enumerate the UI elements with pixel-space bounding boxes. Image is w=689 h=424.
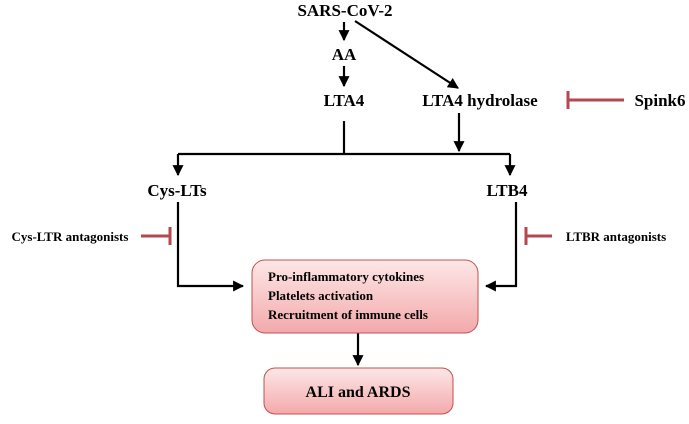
sars-cov-2-label: SARS-CoV-2 [297, 1, 392, 20]
lta4-label: LTA4 [324, 91, 365, 110]
ltbr-antagonists-label: LTBR antagonists [566, 229, 666, 244]
effect-line-1: Pro-inflammatory cytokines [268, 269, 424, 284]
arrow-cys-lts-to-effects [176, 202, 245, 292]
outcome-label: ALI and ARDS [306, 384, 411, 401]
arrow-ltb4-to-effects [484, 202, 518, 292]
effect-line-3: Recruitment of immune cells [268, 307, 428, 322]
effect-line-2: Platelets activation [268, 288, 374, 303]
aa-label: AA [332, 45, 357, 64]
arrows [172, 20, 518, 367]
cys-lts-label: Cys-LTs [147, 181, 207, 200]
spink6-label: Spink6 [634, 91, 685, 110]
ltb4-label: LTB4 [487, 181, 528, 200]
inhibitors [141, 91, 624, 245]
effects-box [251, 259, 479, 334]
outcome-box [263, 367, 454, 415]
arrow-sars-to-lta4-hydrolase [354, 20, 459, 89]
cys-ltr-antagonists-label: Cys-LTR antagonists [12, 229, 129, 244]
lta4-hydrolase-label: LTA4 hydrolase [422, 91, 538, 110]
